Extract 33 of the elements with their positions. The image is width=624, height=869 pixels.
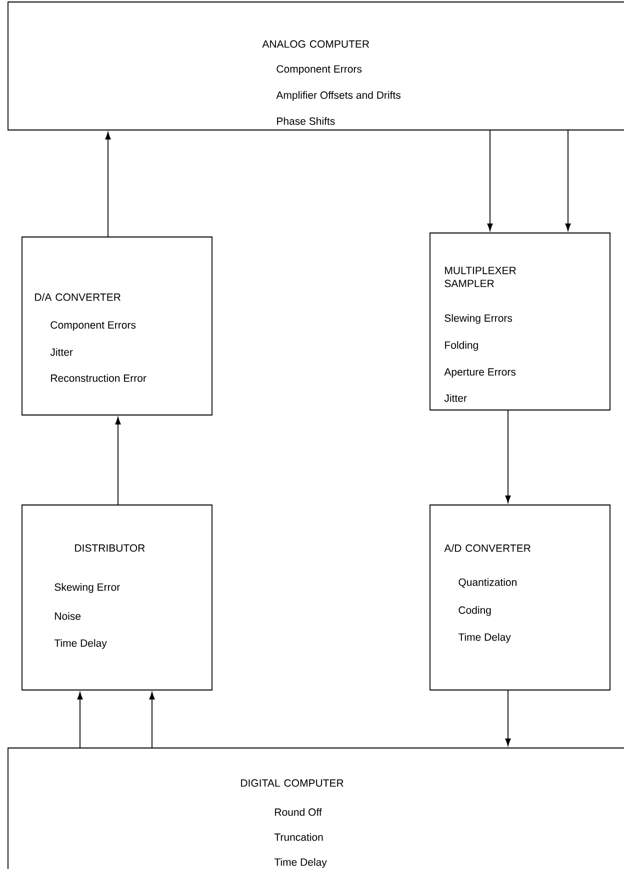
box-heading: DIGITAL COMPUTER (241, 779, 344, 787)
arrow (105, 132, 111, 237)
error-item: Slewing Errors (444, 314, 512, 324)
error-item: Skewing Error (54, 583, 120, 593)
arrow (565, 130, 571, 231)
error-item: Jitter (444, 394, 467, 402)
arrow (115, 417, 121, 505)
error-item: Reconstruction Error (51, 374, 146, 382)
error-item: Phase Shifts (277, 117, 335, 125)
error-item: Noise (55, 612, 81, 620)
error-item: Quantization (458, 578, 516, 588)
box-heading: DISTRIBUTOR (75, 544, 145, 552)
error-item: Jitter (50, 348, 73, 356)
arrow (77, 692, 83, 748)
error-item: Component Errors (276, 65, 362, 75)
arrow (149, 692, 155, 748)
error-item: Coding (458, 606, 491, 616)
box-heading: A/D CONVERTER (444, 544, 530, 552)
error-item: Truncation (274, 833, 323, 841)
error-item: Aperture Errors (444, 368, 516, 378)
arrow (487, 130, 493, 231)
arrow (505, 690, 511, 746)
error-item: Time Delay (458, 633, 511, 643)
box-heading: MULTIPLEXER SAMPLER (444, 266, 516, 288)
error-item: Component Errors (50, 321, 136, 331)
error-item: Amplifier Offsets and Drifts (276, 91, 400, 101)
error-item: Time Delay (274, 858, 327, 868)
error-item: Round Off (275, 808, 322, 816)
box-heading: ANALOG COMPUTER (262, 40, 370, 48)
box-heading: D/A CONVERTER (35, 293, 120, 301)
arrow (505, 410, 511, 503)
error-item: Time Delay (54, 639, 107, 649)
error-item: Folding (445, 341, 478, 351)
